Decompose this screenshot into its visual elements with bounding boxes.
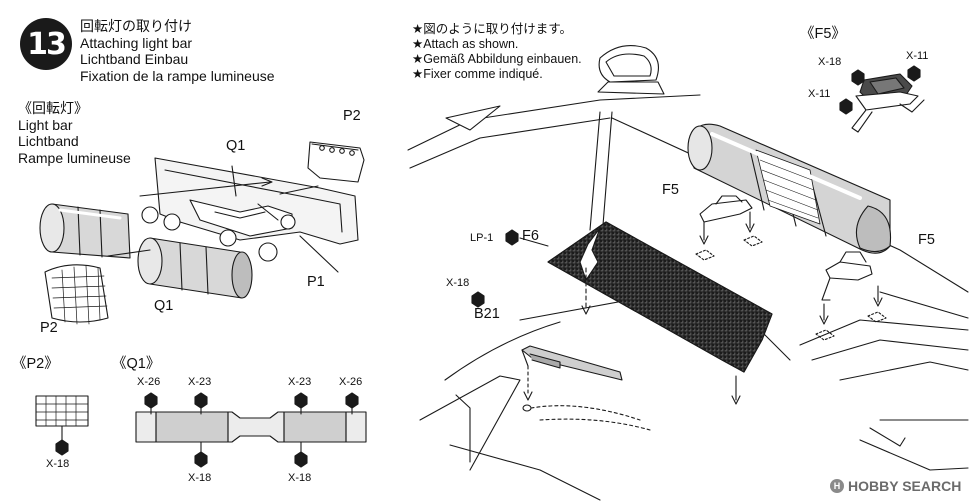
note-fr: ★Fixer comme indiqué. [412, 67, 543, 81]
step-title-fr: Fixation de la rampe lumineuse [80, 67, 275, 84]
part-label-f6: F6 [522, 228, 539, 244]
lightbar-installed [687, 123, 892, 254]
part-label-q1-top: Q1 [226, 138, 246, 154]
part-label-b21: B21 [474, 306, 500, 322]
q1-x18-left: X-18 [188, 472, 212, 484]
p2-detail-x18: X-18 [46, 458, 70, 470]
part-label-x18-car: X-18 [446, 277, 470, 289]
lightbar-heading-block: 《回転灯》 Light bar Lichtband Rampe lumineus… [18, 100, 131, 166]
hobbysearch-logo-icon: H [830, 479, 844, 493]
lightbar-name-en: Light bar [18, 116, 73, 133]
f6-panel [547, 221, 773, 405]
p2-detail [35, 395, 89, 456]
part-label-q1-bottom: Q1 [154, 298, 174, 314]
part-label-f5-upper: F5 [662, 182, 679, 198]
note-jp: ★図のように取り付けます。 [412, 22, 572, 36]
note-de: ★Gemäß Abbildung einbauen. [412, 52, 582, 66]
q1-x26-right: X-26 [339, 376, 363, 388]
f5-brackets [695, 195, 887, 341]
step-title-jp: 回転灯の取り付け [80, 18, 192, 34]
note-en: ★Attach as shown. [412, 37, 519, 51]
p2-detail-heading: 《P2》 [12, 356, 59, 372]
instruction-notes: ★図のように取り付けます。 ★Attach as shown. ★Gemäß A… [412, 22, 582, 82]
part-label-p2-top: P2 [343, 108, 361, 124]
part-label-f5-right: F5 [918, 232, 935, 248]
lightbar-name-fr: Rampe lumineuse [18, 149, 131, 166]
part-label-lp1: LP-1 [470, 232, 494, 244]
f5-detail-x11-top: X-11 [906, 50, 929, 62]
f5-detail [839, 65, 925, 133]
lightbar-name-de: Lichtband [18, 133, 79, 149]
watermark: H HOBBY SEARCH [830, 478, 961, 494]
lightbar-exploded-view [39, 141, 365, 325]
b21-wiper [521, 345, 623, 401]
step-title-de: Lichtband Einbau [80, 51, 189, 67]
part-label-p1: P1 [307, 274, 325, 290]
step-title-en: Attaching light bar [80, 34, 193, 51]
watermark-text: HOBBY SEARCH [848, 478, 962, 494]
f5-detail-x18: X-18 [818, 56, 842, 68]
q1-x23-right: X-23 [288, 376, 312, 388]
part-label-p2-left: P2 [40, 320, 58, 336]
q1-detail [135, 392, 367, 468]
q1-x23-left: X-23 [188, 376, 212, 388]
lp1-bolt-icon [505, 229, 519, 246]
q1-x18-right: X-18 [288, 472, 312, 484]
q1-detail-heading: 《Q1》 [112, 356, 161, 372]
step-title-block: 回転灯の取り付け Attaching light bar Lichtband E… [80, 18, 275, 84]
q1-x26-left: X-26 [137, 376, 161, 388]
f5-detail-heading: 《F5》 [800, 26, 846, 42]
f5-detail-x11-left: X-11 [808, 88, 831, 100]
step-number-badge: 13 [20, 18, 72, 70]
lightbar-heading-jp: 《回転灯》 [18, 100, 88, 116]
x18-bolt-icon [471, 291, 485, 308]
